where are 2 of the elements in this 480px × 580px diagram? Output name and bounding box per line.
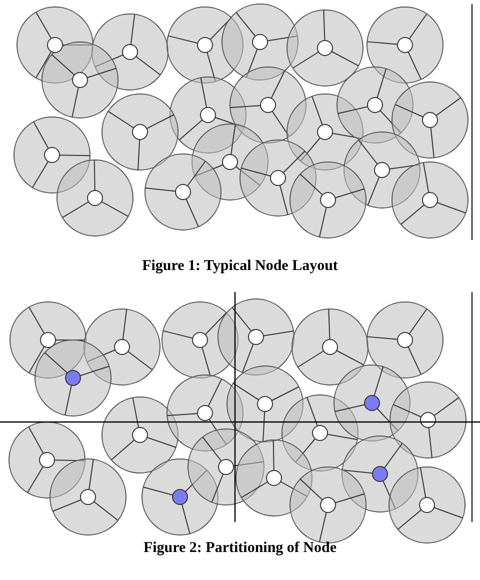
figure-caption: Figure 1: Typical Node Layout xyxy=(141,258,339,275)
figure-caption: Figure 2: Partitioning of Node xyxy=(142,540,338,557)
